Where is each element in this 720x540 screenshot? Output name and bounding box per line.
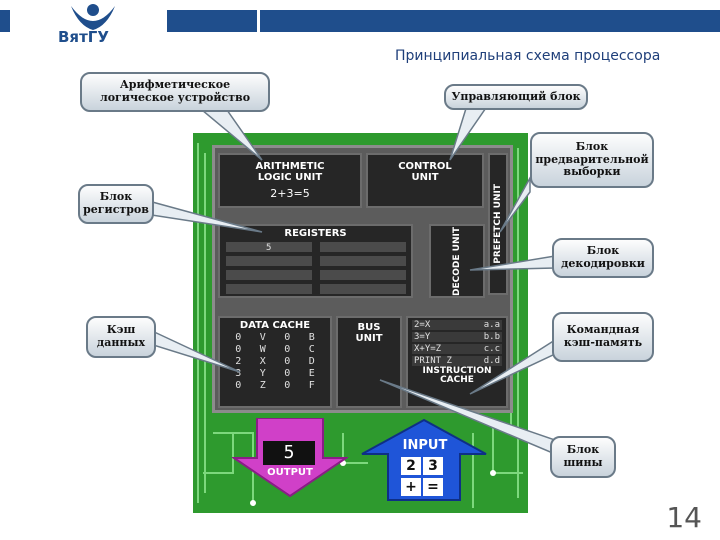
data-cache-cell: 0 [235, 332, 242, 343]
data-cache-cell: 2 [235, 356, 242, 367]
callout-prefetch-unit: Блок предварительной выборки [530, 132, 654, 188]
callout-data-cache: Кэш данных [86, 316, 156, 358]
instruction-address: c.c [483, 344, 500, 354]
register-slot [226, 256, 312, 266]
data-cache-cell: 0 [235, 344, 242, 355]
instruction-address: b.b [483, 332, 500, 342]
slide-title: Принципиальная схема процессора [395, 48, 661, 64]
register-slot [226, 284, 312, 294]
control-unit-block: CONTROL UNIT [366, 153, 484, 208]
data-cache-cell: Y [259, 368, 266, 379]
callout-bus-unit: Блок шины [550, 436, 616, 478]
callout-registers: Блок регистров [78, 184, 154, 224]
register-slot [226, 270, 312, 280]
bus-unit-title: BUS UNIT [355, 322, 383, 344]
top-bar [0, 10, 720, 32]
data-cache-cell: 0 [284, 356, 291, 367]
register-value: 5 [266, 243, 272, 253]
register-slot [320, 284, 406, 294]
bus-unit-block: BUS UNIT [336, 316, 402, 408]
instruction-code: 3=Y [414, 332, 431, 342]
input-key: = [423, 478, 443, 496]
data-cache-cell: X [259, 356, 266, 367]
registers-block: REGISTERS 5 [218, 224, 413, 298]
instruction-cache-title: INSTRUCTION CACHE [422, 366, 492, 385]
instruction-cache-row: PRINT Z d.d [412, 356, 502, 366]
registers-title: REGISTERS [284, 228, 347, 239]
data-cache-row: 2 X 0 D [226, 356, 324, 367]
instruction-cache-row: 2=X a.a [412, 320, 502, 330]
data-cache-cell: 0 [235, 380, 242, 391]
input-key: 3 [423, 457, 443, 475]
data-cache-row: 0 V 0 B [226, 332, 324, 343]
instruction-address: d.d [483, 356, 500, 366]
logo-text: ВятГУ [58, 28, 109, 46]
alu-expression: 2+3=5 [270, 187, 310, 200]
logo-emblem-icon [71, 4, 115, 30]
register-slot [320, 242, 406, 252]
top-bar-segment [0, 10, 10, 32]
register-slot: 5 [226, 242, 312, 253]
data-cache-cell: 3 [235, 368, 242, 379]
control-unit-title: CONTROL UNIT [398, 161, 452, 183]
instruction-cache-row: X+Y=Z c.c [412, 344, 502, 354]
data-cache-cell: 0 [284, 344, 291, 355]
data-cache-row: 3 Y 0 E [226, 368, 324, 379]
instruction-code: 2=X [414, 320, 431, 330]
data-cache-cell: 0 [284, 368, 291, 379]
data-cache-cell: D [308, 356, 315, 367]
data-cache-cell: 0 [284, 380, 291, 391]
university-logo: ВятГУ [18, 0, 163, 48]
input-label: INPUT [402, 438, 448, 453]
data-cache-cell: B [308, 332, 315, 343]
alu-title: ARITHMETIC LOGIC UNIT [255, 161, 325, 183]
instruction-code: X+Y=Z [414, 344, 442, 354]
instruction-address: a.a [483, 320, 500, 330]
input-key: 2 [401, 457, 421, 475]
callout-instruction-cache: Командная кэш-память [552, 312, 654, 362]
data-cache-cell: W [259, 344, 266, 355]
data-cache-row: 0 Z 0 F [226, 380, 324, 391]
prefetch-unit-block: PREFETCH UNIT [488, 153, 508, 295]
output-label: OUTPUT [267, 467, 313, 478]
data-cache-cell: C [308, 344, 315, 355]
data-cache-title: DATA CACHE [239, 320, 311, 331]
register-slot [320, 256, 406, 266]
data-cache-cell: V [259, 332, 266, 343]
data-cache-cell: 0 [284, 332, 291, 343]
callout-control-unit: Управляющий блок [444, 84, 588, 110]
instruction-code: PRINT Z [414, 356, 452, 366]
top-bar-segment [260, 10, 720, 32]
decode-unit-block: DECODE UNIT [429, 224, 485, 298]
data-cache-cell: Z [259, 380, 266, 391]
alu-block: ARITHMETIC LOGIC UNIT 2+3=5 [218, 153, 362, 208]
callout-alu: Арифметическое логическое устройство [80, 72, 270, 112]
data-cache-cell: F [308, 380, 315, 391]
top-bar-segment [167, 10, 257, 32]
instruction-cache-row: 3=Y b.b [412, 332, 502, 342]
input-key: + [401, 478, 421, 496]
callout-decode-unit: Блок декодировки [552, 238, 654, 278]
register-slot [320, 270, 406, 280]
data-cache-cell: E [308, 368, 315, 379]
output-display: 5 [263, 441, 315, 465]
data-cache-row: 0 W 0 C [226, 344, 324, 355]
page-number: 14 [666, 501, 702, 534]
